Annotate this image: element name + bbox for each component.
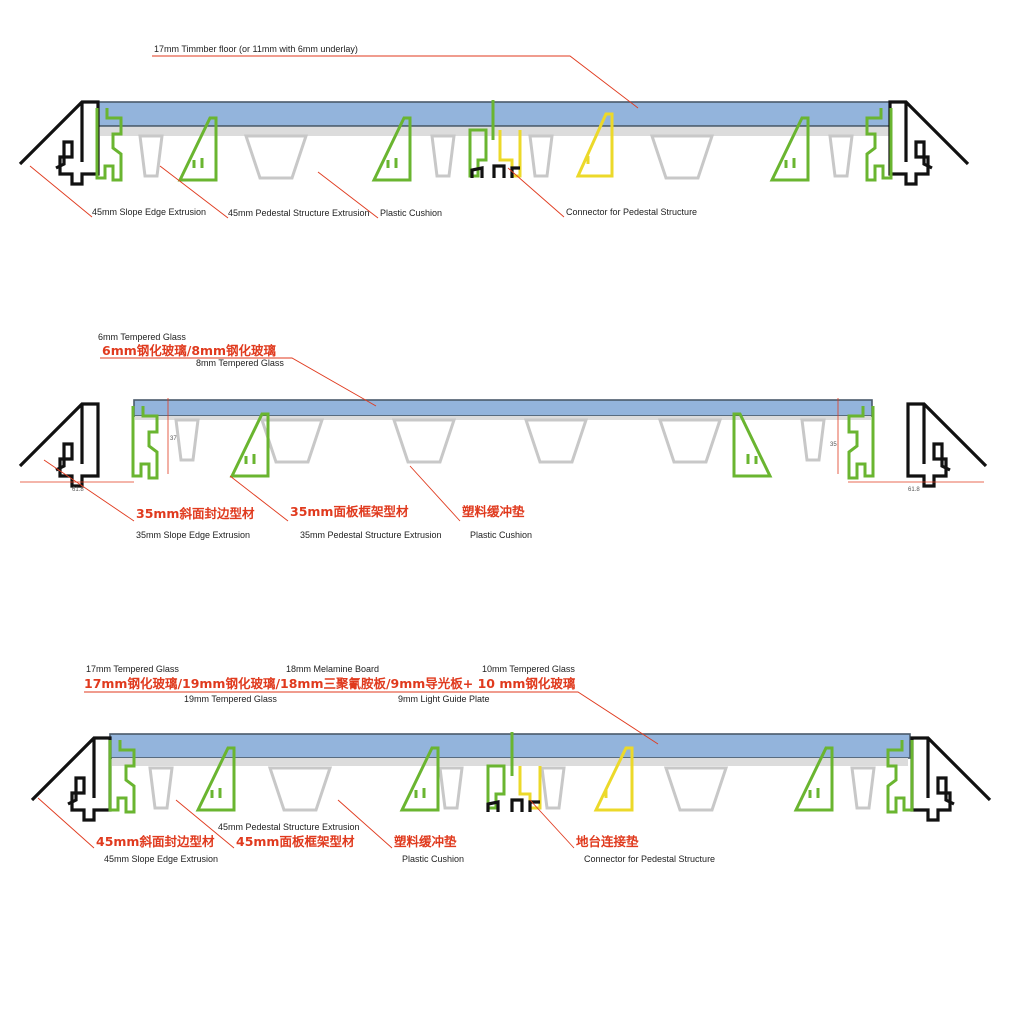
plastic-cushion xyxy=(268,766,332,812)
plastic-cushion xyxy=(540,766,566,810)
label-plastic-cushion-en: Plastic Cushion xyxy=(402,854,464,864)
label-plastic-cushion: Plastic Cushion xyxy=(380,208,442,218)
plastic-cushion xyxy=(260,418,324,464)
top-label-cn: 17mm钢化玻璃/19mm钢化玻璃/18mm三聚氰胺板/9mm导光板+ 10 m… xyxy=(84,676,576,691)
glass-label-en-8mm: 8mm Tempered Glass xyxy=(196,358,284,368)
tempered-glass-panel xyxy=(133,399,873,417)
glass-label-cn: 6mm钢化玻璃/8mm钢化玻璃 xyxy=(102,343,277,358)
panel-material xyxy=(109,733,911,759)
plastic-cushion xyxy=(438,766,464,810)
plastic-cushion xyxy=(828,134,854,178)
label-pedestal-structure-cn: 35mm面板框架型材 xyxy=(290,504,409,519)
width-dimension-left: 61.8 xyxy=(72,487,84,493)
diagram-3: 17mm Tempered Glass 18mm Melamine Board … xyxy=(30,664,992,864)
height-dimension-left: 37 xyxy=(170,436,177,442)
plastic-cushion xyxy=(664,766,728,812)
plastic-cushion xyxy=(392,418,456,464)
top-label-9mm: 9mm Light Guide Plate xyxy=(398,694,490,704)
label-connector-en: Connector for Pedestal Structure xyxy=(584,854,715,864)
slope-edge-extrusion-right xyxy=(888,100,970,186)
slope-edge-extrusion-right xyxy=(910,736,992,822)
plastic-cushion xyxy=(174,418,200,462)
plastic-cushion xyxy=(528,134,554,178)
slope-edge-extrusion-left xyxy=(30,736,112,822)
plastic-cushion xyxy=(650,134,714,180)
label-plastic-cushion-cn: 塑料缓冲垫 xyxy=(462,504,525,519)
label-plastic-cushion-en: Plastic Cushion xyxy=(470,530,532,540)
diagram-1: 17mm Timmber floor (or 11mm with 6mm und… xyxy=(18,44,970,219)
label-pedestal-structure-cn: 45mm面板框架型材 xyxy=(236,834,355,849)
plastic-cushion xyxy=(800,418,826,462)
diagram-2: 37 35 61.8 61.8 6mm Tempered Glass 6mm钢化… xyxy=(18,332,988,540)
top-label-18mm: 18mm Melamine Board xyxy=(286,664,379,674)
label-connector: Connector for Pedestal Structure xyxy=(566,207,697,217)
label-slope-edge-en: 45mm Slope Edge Extrusion xyxy=(104,854,218,864)
label-connector-cn: 地台连接垫 xyxy=(576,834,639,849)
plastic-cushion xyxy=(658,418,722,464)
plastic-cushion xyxy=(138,134,164,178)
label-slope-edge-cn: 35mm斜面封边型材 xyxy=(136,506,255,521)
slope-edge-extrusion-left xyxy=(18,402,100,488)
label-slope-edge-cn: 45mm斜面封边型材 xyxy=(96,834,215,849)
label-slope-edge-en: 35mm Slope Edge Extrusion xyxy=(136,530,250,540)
plastic-cushion xyxy=(850,766,876,810)
label-pedestal-structure-en: 45mm Pedestal Structure Extrusion xyxy=(218,822,360,832)
top-label-10mm: 10mm Tempered Glass xyxy=(482,664,575,674)
label-plastic-cushion-cn: 塑料缓冲垫 xyxy=(394,834,457,849)
pedestal-extrusion xyxy=(732,412,772,478)
slope-edge-extrusion-right xyxy=(906,402,988,488)
plastic-cushion xyxy=(524,418,588,464)
label-pedestal-structure-en: 35mm Pedestal Structure Extrusion xyxy=(300,530,442,540)
glass-label-en-6mm: 6mm Tempered Glass xyxy=(98,332,186,342)
plastic-cushion xyxy=(430,134,456,178)
panel-support-bar xyxy=(100,127,890,133)
top-label: 17mm Timmber floor (or 11mm with 6mm und… xyxy=(154,44,358,54)
top-label-17mm: 17mm Tempered Glass xyxy=(86,664,179,674)
plastic-cushion xyxy=(244,134,308,180)
plastic-cushion xyxy=(148,766,174,810)
height-dimension-right: 35 xyxy=(830,442,837,448)
label-slope-edge: 45mm Slope Edge Extrusion xyxy=(92,207,206,217)
label-pedestal-structure: 45mm Pedestal Structure Extrusion xyxy=(228,208,370,218)
slope-edge-extrusion-left xyxy=(18,100,100,186)
top-label-19mm: 19mm Tempered Glass xyxy=(184,694,277,704)
width-dimension-right: 61.8 xyxy=(908,487,920,493)
